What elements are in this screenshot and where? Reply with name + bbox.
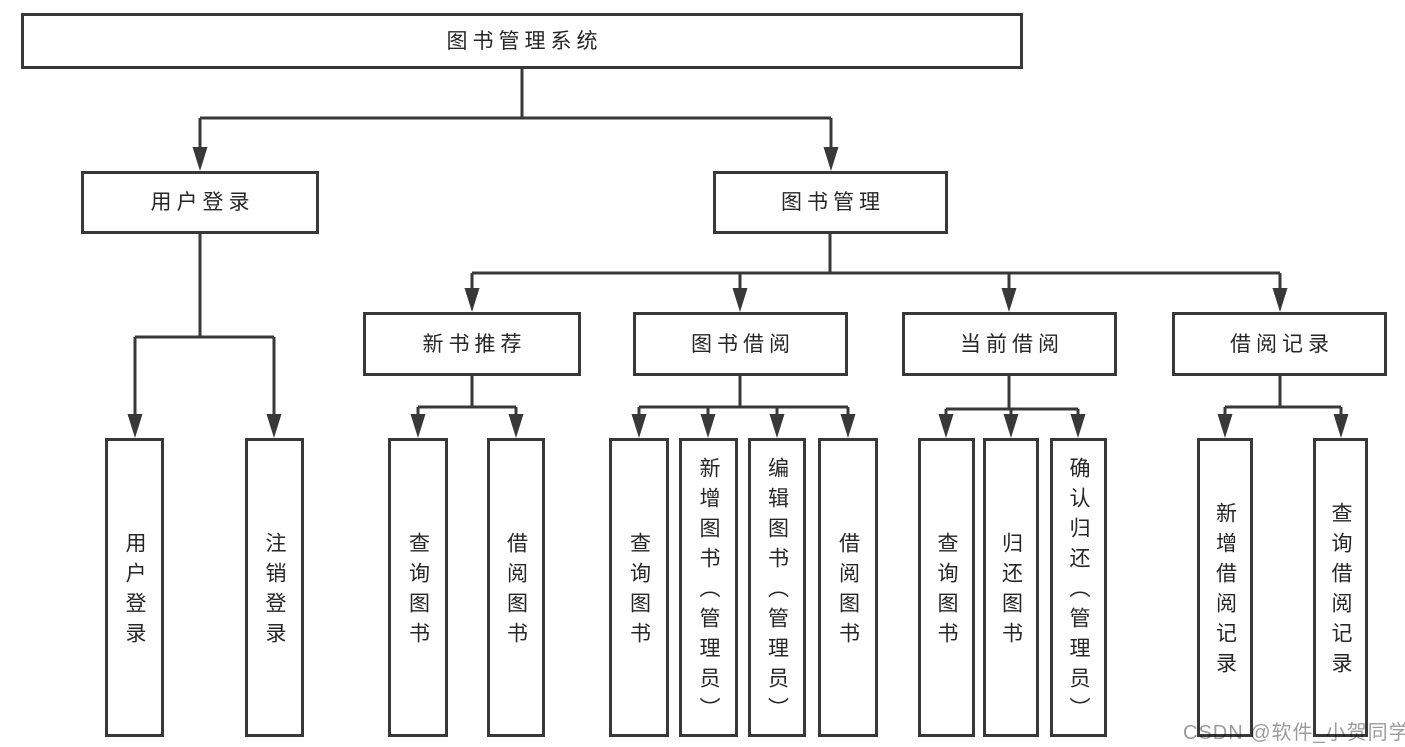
node-label: 图书管理 (781, 191, 885, 214)
node-borrow-records: 借阅记录 (1172, 312, 1387, 376)
node-label: 新书推荐 (422, 332, 527, 356)
leaf-query-books-borrowing: 查询图书 (609, 438, 669, 737)
connector-current-borrowing (944, 376, 1080, 420)
leaf-label: 查询图书 (627, 531, 651, 652)
node-new-book-recommend: 新书推荐 (363, 312, 581, 376)
node-book-management: 图书管理 (713, 171, 948, 234)
leaf-borrow-books-recommend: 借阅图书 (487, 438, 545, 737)
node-label: 借阅记录 (1230, 332, 1334, 356)
leaf-label: 注销登录 (263, 531, 286, 652)
leaf-label: 归还图书 (999, 531, 1023, 652)
leaf-label: 查询借阅记录 (1329, 501, 1352, 682)
node-root: 图书管理系统 (21, 13, 1023, 69)
leaf-user-login: 用户登录 (105, 438, 164, 737)
leaf-query-books-recommend: 查询图书 (388, 438, 448, 737)
leaf-label: 确认归还（管理员） (1067, 456, 1090, 727)
node-label: 当前借阅 (960, 332, 1064, 356)
leaf-query-books-current: 查询图书 (918, 438, 975, 737)
leaf-add-book-admin: 新增图书（管理员） (679, 438, 738, 737)
node-user-login-group: 用户登录 (81, 171, 319, 234)
arrowheads (127, 147, 1349, 438)
leaf-label: 借阅图书 (504, 531, 528, 652)
leaf-label: 新增图书（管理员） (697, 456, 720, 727)
connector-new-book-recommend (416, 376, 518, 420)
connector-borrow-records (1223, 376, 1343, 420)
leaf-logout: 注销登录 (245, 438, 304, 737)
connector-root (198, 69, 833, 153)
node-label: 图书借阅 (691, 332, 795, 356)
connector-book-management (470, 234, 1282, 294)
leaf-edit-book-admin: 编辑图书（管理员） (748, 438, 806, 737)
node-root-label: 图书管理系统 (446, 29, 603, 53)
leaf-return-book: 归还图书 (983, 438, 1039, 737)
leaf-label: 查询图书 (935, 531, 958, 652)
leaf-label: 编辑图书（管理员） (765, 456, 789, 727)
connector-book-borrowing (637, 376, 850, 420)
leaf-add-borrow-record: 新增借阅记录 (1197, 438, 1253, 737)
leaf-label: 查询图书 (406, 531, 430, 652)
leaf-label: 借阅图书 (836, 531, 860, 652)
connector-user-login (133, 234, 276, 420)
leaf-label: 用户登录 (123, 531, 146, 652)
node-book-borrowing: 图书借阅 (633, 312, 848, 376)
watermark-text: CSDN @软件_小贺同学 (1183, 722, 1405, 744)
node-current-borrowing: 当前借阅 (902, 312, 1117, 376)
leaf-query-borrow-record: 查询借阅记录 (1313, 438, 1368, 737)
leaf-confirm-return-admin: 确认归还（管理员） (1050, 438, 1107, 737)
leaf-borrow-books-borrowing: 借阅图书 (818, 438, 878, 737)
leaf-label: 新增借阅记录 (1213, 501, 1237, 682)
node-label: 用户登录 (150, 191, 255, 214)
